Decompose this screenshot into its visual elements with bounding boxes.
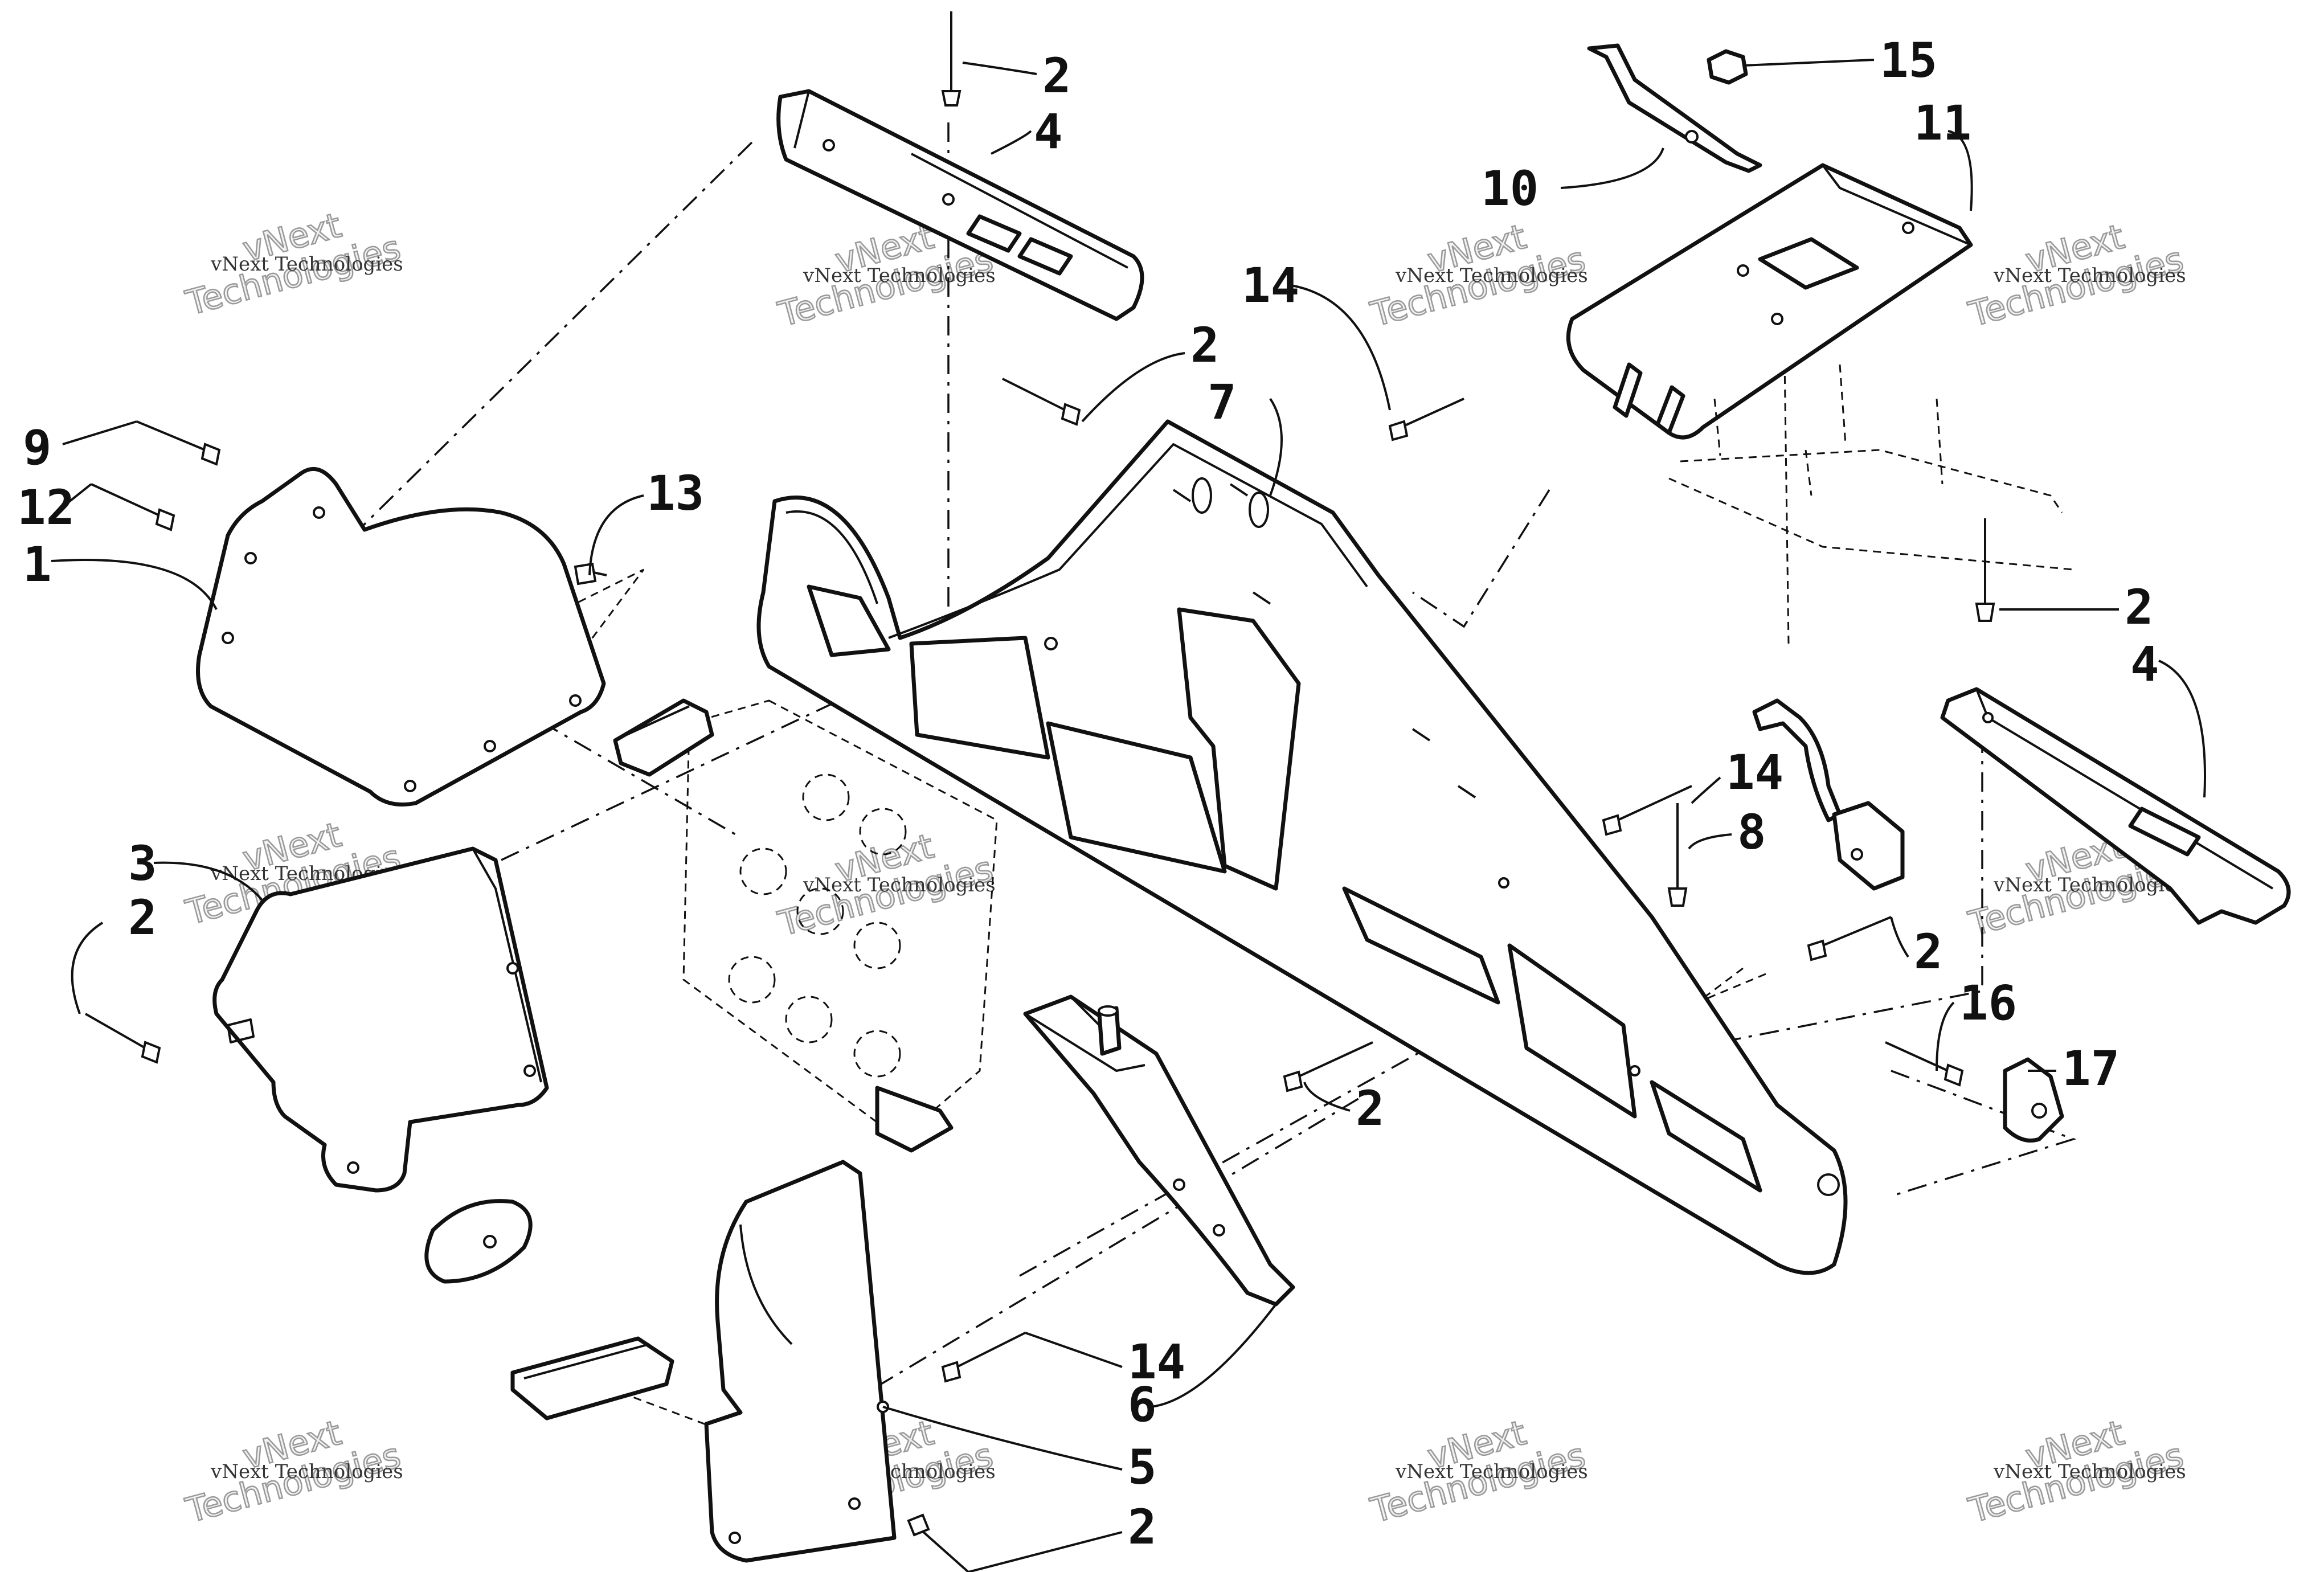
callout-leaders (51, 59, 2206, 1572)
part-17-plate (2003, 1057, 2064, 1143)
part-11-plate (1566, 163, 1973, 440)
watermark-text: vNext Technologies (1993, 1460, 2186, 1483)
callout-16: 16 (1959, 975, 2017, 1031)
watermark-text: vNext Technologies (210, 1460, 403, 1483)
callout-2: 2 (1914, 924, 1943, 980)
watermark-text: vNext Technologies (803, 874, 996, 896)
part-5-plate (704, 1160, 897, 1563)
callout-11: 11 (1914, 95, 1971, 151)
callout-9: 9 (23, 420, 52, 476)
callout-2: 2 (128, 890, 157, 945)
clip-left (613, 698, 714, 777)
callouts: 2 4 15 11 10 14 2 7 13 9 12 1 3 2 2 4 14… (17, 32, 2159, 1555)
part-6-bracket (1023, 994, 1295, 1307)
grab-handle (1752, 698, 1905, 891)
part-7-main-panel (756, 419, 1848, 1275)
callout-2: 2 (1356, 1080, 1385, 1136)
watermark-text: vNext Technologies (1395, 264, 1588, 287)
callout-2: 2 (1190, 317, 1220, 373)
callout-14: 14 (1726, 744, 1783, 800)
callout-15: 15 (1880, 32, 1937, 88)
callout-2: 2 (1042, 48, 1071, 104)
callout-2: 2 (1128, 1499, 1157, 1555)
clip-bottom-left (510, 1336, 674, 1420)
callout-7: 7 (1208, 374, 1237, 430)
rivets (85, 11, 1995, 1572)
part-4-upper-bracket (776, 89, 1144, 321)
part-15-nut (1707, 49, 1748, 85)
watermark-text: vNext Technologies (1395, 1460, 1588, 1483)
part-4-right-bracket (1940, 687, 2291, 925)
part-1-shield (196, 466, 606, 807)
callout-12: 12 (17, 480, 75, 535)
callout-10: 10 (1481, 161, 1539, 216)
callout-8: 8 (1737, 804, 1766, 860)
callout-6: 6 (1128, 1377, 1157, 1432)
callout-14: 14 (1128, 1334, 1185, 1390)
callout-4: 4 (1034, 104, 1063, 159)
callout-14: 14 (1242, 257, 1299, 313)
grommet (424, 1199, 533, 1284)
callout-2: 2 (2125, 579, 2154, 635)
callout-5: 5 (1128, 1439, 1157, 1495)
callout-3: 3 (128, 836, 157, 891)
callout-13: 13 (647, 465, 704, 521)
watermark-text: vNext Technologies (1993, 264, 2186, 287)
callout-1: 1 (23, 537, 52, 592)
chassis-phantom (1668, 364, 2074, 571)
part-10-bracket (1587, 43, 1762, 173)
watermark-text: vNext Technologies (803, 264, 996, 287)
callout-4: 4 (2130, 636, 2159, 692)
callout-17: 17 (2062, 1041, 2120, 1096)
part-3-bracket (212, 846, 549, 1193)
watermark-text: vNext Technologies (210, 253, 403, 276)
